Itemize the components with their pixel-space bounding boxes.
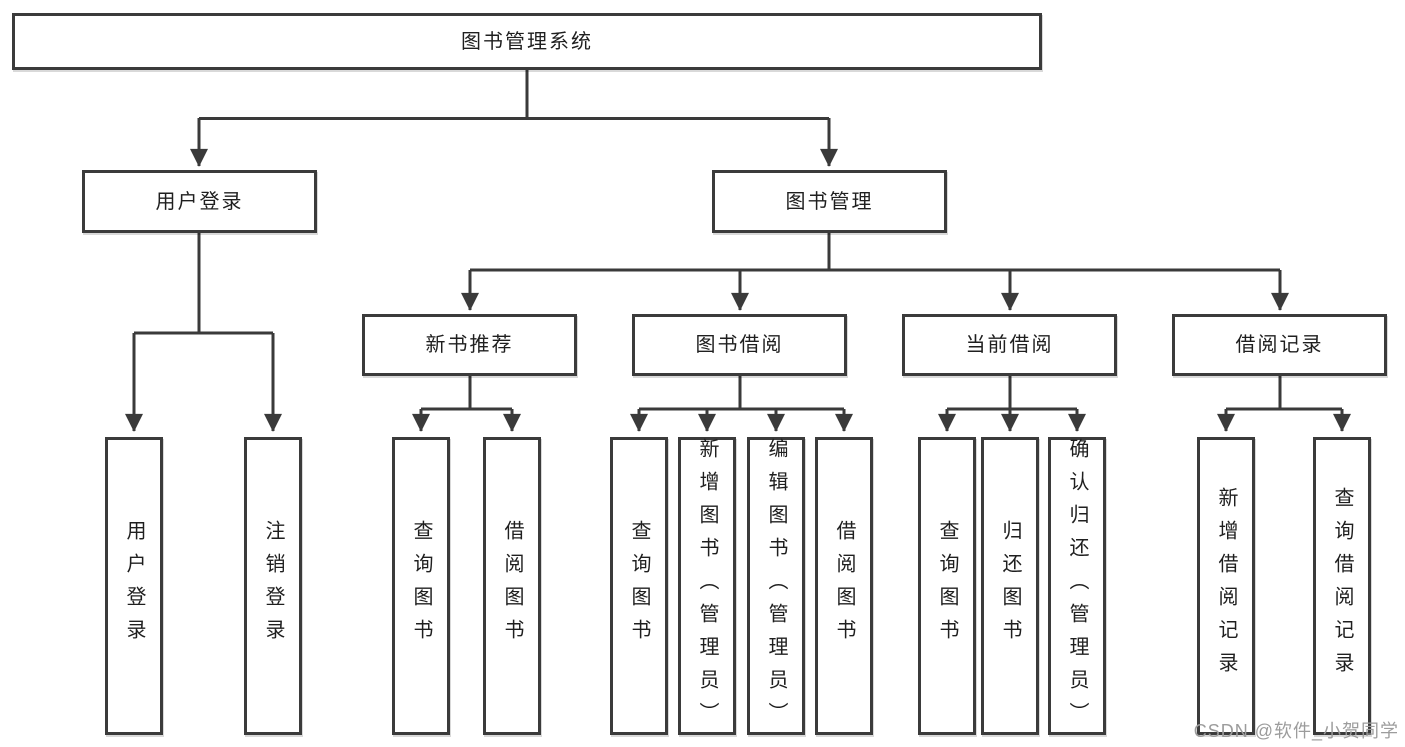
connector-lines (134, 70, 1342, 411)
leaf-borrow-books-recommend: 借阅图书 (483, 437, 541, 735)
node-user-login: 用户登录 (82, 170, 317, 233)
leaf-query-borrow-record: 查询借阅记录 (1313, 437, 1371, 735)
leaf-query-books-recommend: 查询图书 (392, 437, 450, 735)
leaf-confirm-return-admin: 确认归还（管理员） (1048, 437, 1106, 735)
node-book-borrow: 图书借阅 (632, 314, 847, 376)
connector-arrows (125, 118, 1351, 432)
leaf-return-books: 归还图书 (981, 437, 1039, 735)
leaf-edit-books-admin: 编辑图书（管理员） (747, 437, 805, 735)
leaf-add-borrow-record: 新增借阅记录 (1197, 437, 1255, 735)
leaf-query-books-current: 查询图书 (918, 437, 976, 735)
leaf-query-books-borrow: 查询图书 (610, 437, 668, 735)
leaf-logout: 注销登录 (244, 437, 302, 735)
node-borrow-records: 借阅记录 (1172, 314, 1387, 376)
leaf-borrow-books: 借阅图书 (815, 437, 873, 735)
node-root: 图书管理系统 (12, 13, 1042, 70)
csdn-watermark: CSDN @软件_小贺同学 (1193, 721, 1399, 741)
node-current-borrow: 当前借阅 (902, 314, 1117, 376)
leaf-add-books-admin: 新增图书（管理员） (678, 437, 736, 735)
node-book-management: 图书管理 (712, 170, 947, 233)
node-new-book-recommend: 新书推荐 (362, 314, 577, 376)
leaf-user-login: 用户登录 (105, 437, 163, 735)
